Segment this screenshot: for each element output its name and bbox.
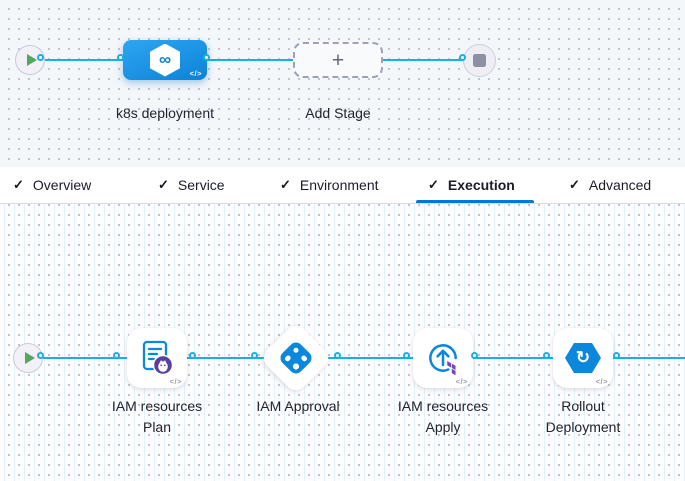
tab-overview[interactable]: ✓ Overview xyxy=(13,167,91,203)
connector-ring xyxy=(37,352,44,359)
tab-environment[interactable]: ✓ Environment xyxy=(280,167,379,203)
stage-connector-line xyxy=(43,59,466,61)
tab-execution[interactable]: ✓ Execution xyxy=(416,167,534,203)
step-label: IAM resources Apply xyxy=(363,396,523,438)
approval-icon xyxy=(277,339,315,377)
execution-canvas[interactable]: </> IAM resources Plan IAM Approval xyxy=(0,204,685,481)
play-icon xyxy=(24,352,35,364)
plan-document-icon xyxy=(142,340,174,376)
plus-icon: + xyxy=(331,48,345,72)
step-label-line2: Plan xyxy=(142,419,172,435)
connector-ring xyxy=(117,54,124,61)
apply-upload-icon xyxy=(429,344,457,376)
execution-connector-line xyxy=(43,357,685,359)
terraform-logo xyxy=(447,361,456,376)
tab-label: Overview xyxy=(32,177,92,193)
step-node-iam-resources-apply[interactable]: </> xyxy=(413,328,473,388)
step-label-line1: Rollout xyxy=(561,398,605,414)
connector-ring xyxy=(459,54,466,61)
step-node-iam-resources-plan[interactable]: </> xyxy=(127,328,187,388)
connector-ring xyxy=(189,352,196,359)
tab-label: Service xyxy=(177,177,225,193)
step-label: IAM Approval xyxy=(218,396,378,417)
check-icon: ✓ xyxy=(428,177,439,192)
stage-label: k8s deployment xyxy=(115,105,215,121)
step-node-rollout-deployment[interactable]: ↻ </> xyxy=(553,328,613,388)
tab-label: Execution xyxy=(447,177,515,193)
step-label-line1: IAM Approval xyxy=(256,398,340,414)
tab-label: Environment xyxy=(299,177,379,193)
stage-node-k8s-deployment[interactable]: ∞ </> xyxy=(123,40,207,80)
pipeline-end-node xyxy=(463,44,496,77)
step-label-line1: IAM resources xyxy=(111,398,203,414)
tab-advanced[interactable]: ✓ Advanced xyxy=(569,167,651,203)
code-toggle-icon: </> xyxy=(189,69,202,78)
step-label-line2: Apply xyxy=(425,419,461,435)
stage-config-tabs: ✓ Overview ✓ Service ✓ Environment ✓ Exe… xyxy=(0,167,685,204)
rollout-hexagon-icon: ↻ xyxy=(565,343,601,373)
connector-ring xyxy=(334,352,341,359)
step-label: Rollout Deployment xyxy=(503,396,663,438)
check-icon: ✓ xyxy=(280,177,291,192)
connector-ring xyxy=(37,54,44,61)
step-label-line1: IAM resources xyxy=(397,398,489,414)
connector-ring xyxy=(403,352,410,359)
code-toggle-icon: </> xyxy=(455,377,468,386)
connector-ring xyxy=(251,352,258,359)
active-tab-indicator xyxy=(416,200,534,203)
connector-ring xyxy=(471,352,478,359)
tab-label: Advanced xyxy=(588,177,652,193)
rollout-arrow-icon: ↻ xyxy=(575,347,591,367)
check-icon: ✓ xyxy=(158,177,169,192)
step-label-line2: Deployment xyxy=(545,419,621,435)
infinity-icon: ∞ xyxy=(158,50,172,69)
add-stage-button[interactable]: + xyxy=(293,42,383,78)
stage-canvas[interactable]: ∞ </> k8s deployment + Add Stage xyxy=(0,0,685,167)
stop-icon xyxy=(473,54,486,67)
check-icon: ✓ xyxy=(13,177,24,192)
play-icon xyxy=(26,54,37,66)
add-stage-label: Add Stage xyxy=(305,105,371,121)
deployment-hexagon-icon: ∞ xyxy=(150,43,180,77)
connector-ring xyxy=(113,352,120,359)
check-icon: ✓ xyxy=(569,177,580,192)
connector-ring xyxy=(543,352,550,359)
code-toggle-icon: </> xyxy=(595,377,608,386)
code-toggle-icon: </> xyxy=(169,377,182,386)
step-node-iam-approval[interactable] xyxy=(259,321,333,395)
step-label: IAM resources Plan xyxy=(77,396,237,438)
connector-ring xyxy=(203,54,210,61)
tab-service[interactable]: ✓ Service xyxy=(158,167,225,203)
connector-ring xyxy=(613,352,620,359)
